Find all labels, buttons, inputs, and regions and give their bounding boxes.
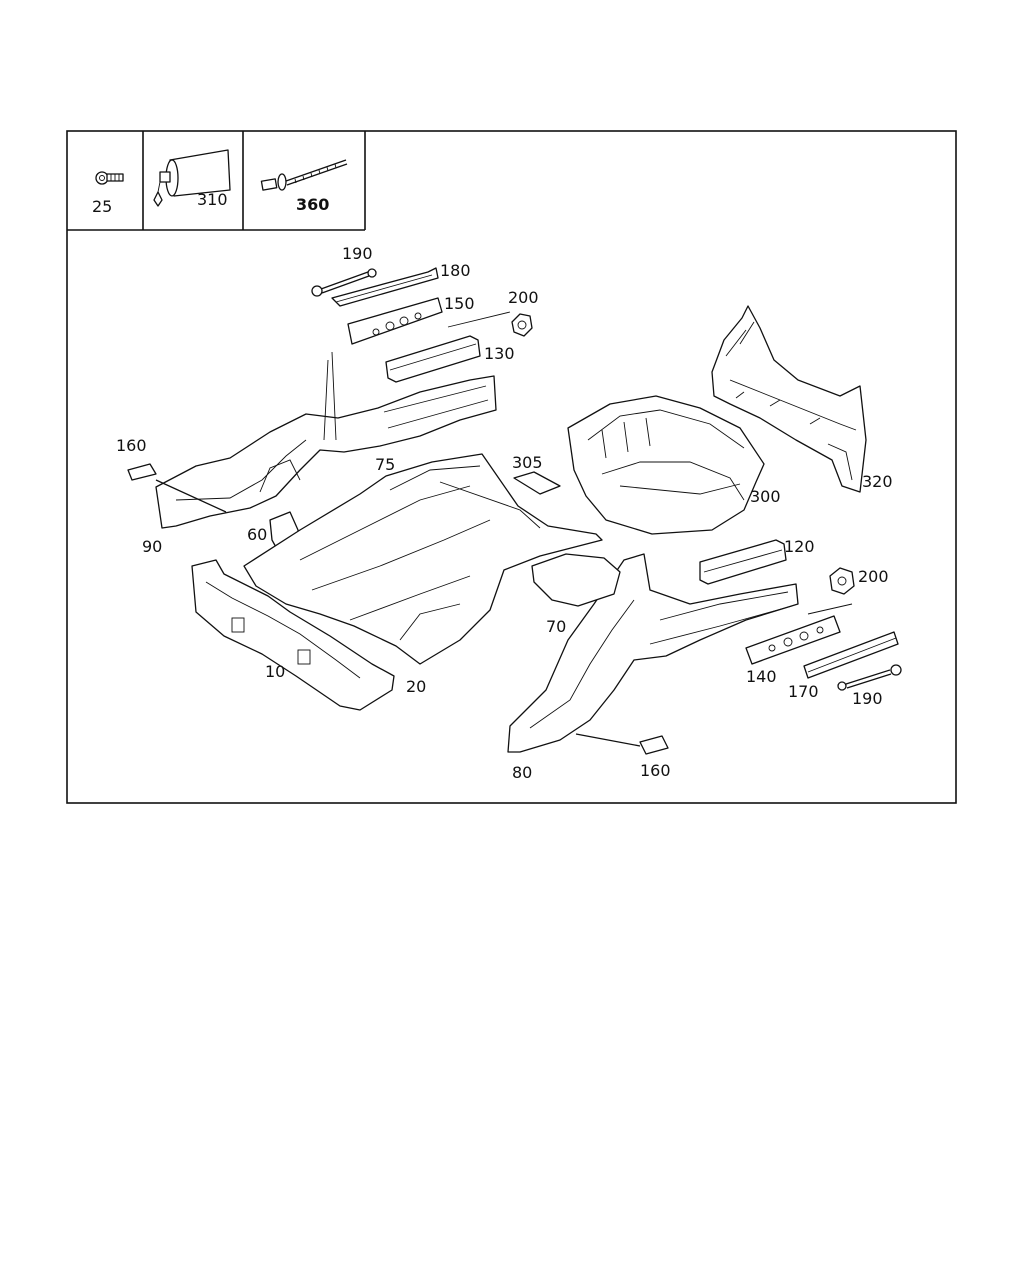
callout-160-bottom: 160	[640, 761, 671, 780]
legend-label-310: 310	[197, 190, 228, 209]
callout-120: 120	[784, 537, 815, 556]
callout-75: 75	[375, 455, 395, 474]
callout-130: 130	[484, 344, 515, 363]
bracket-180	[331, 267, 439, 307]
callout-160-left: 160	[116, 436, 147, 455]
bracket-170	[803, 631, 899, 679]
callout-320: 320	[862, 472, 893, 491]
callout-170: 170	[788, 682, 819, 701]
callout-80: 80	[512, 763, 532, 782]
bolt-190-top	[311, 268, 377, 297]
clip-160-bottom	[575, 733, 669, 755]
rear-panel-320	[711, 305, 867, 493]
spare-wheel-well-300	[567, 395, 765, 535]
plate-150	[347, 297, 511, 345]
callout-200-right: 200	[858, 567, 889, 586]
diagram-frame	[66, 130, 957, 804]
channel-130	[385, 335, 481, 383]
wheelhouse-70	[531, 553, 621, 607]
callout-300: 300	[750, 487, 781, 506]
callout-10: 10	[265, 662, 285, 681]
callout-305: 305	[512, 453, 543, 472]
nut-200-top	[511, 313, 533, 337]
callout-140: 140	[746, 667, 777, 686]
channel-120	[699, 539, 787, 585]
bolt-190-right	[837, 664, 902, 691]
callout-200-top: 200	[508, 288, 539, 307]
callout-180: 180	[440, 261, 471, 280]
callout-60: 60	[247, 525, 267, 544]
sealant-tube-icon	[153, 149, 231, 207]
callout-150: 150	[444, 294, 475, 313]
callout-190-top: 190	[342, 244, 373, 263]
floor-pan-20	[243, 453, 603, 665]
plate-140	[745, 615, 841, 665]
nut-200-right	[807, 567, 855, 615]
side-rail-90	[155, 351, 497, 529]
callout-70: 70	[546, 617, 566, 636]
legend-label-360: 360	[296, 195, 329, 214]
crossmember-10	[191, 559, 395, 711]
pad-305	[513, 471, 561, 495]
threaded-rod-icon	[260, 159, 348, 191]
screw-icon	[95, 171, 124, 185]
callout-190-right: 190	[852, 689, 883, 708]
clip-160-left	[127, 463, 227, 513]
legend-label-25: 25	[92, 197, 112, 216]
callout-90: 90	[142, 537, 162, 556]
callout-20: 20	[406, 677, 426, 696]
